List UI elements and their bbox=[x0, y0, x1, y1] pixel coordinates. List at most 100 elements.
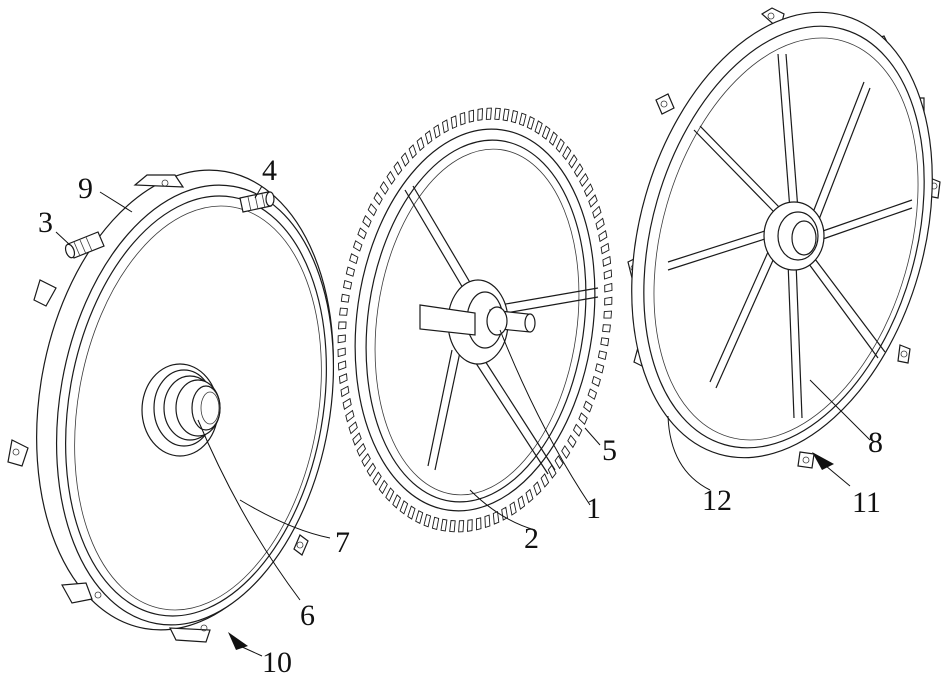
gear-tooth bbox=[595, 217, 605, 231]
gear-tooth bbox=[533, 481, 542, 496]
gear-tooth bbox=[342, 397, 352, 410]
gear-tooth bbox=[578, 412, 588, 425]
gear-tooth bbox=[561, 445, 571, 460]
gear-tooth bbox=[349, 253, 359, 265]
gear-tooth bbox=[587, 388, 598, 400]
gear-tooth bbox=[340, 385, 350, 398]
gear-tooth bbox=[494, 107, 501, 120]
gear-tooth bbox=[598, 230, 608, 243]
gear-tooth bbox=[366, 462, 377, 477]
label-6: 6 bbox=[300, 599, 315, 632]
label-7: 7 bbox=[335, 526, 350, 559]
gear-tooth bbox=[548, 131, 558, 146]
gear-tooth bbox=[357, 227, 367, 240]
gear-tooth bbox=[600, 337, 610, 347]
gear-tooth bbox=[449, 520, 456, 533]
gear-tooth bbox=[338, 321, 347, 330]
gear-tooth bbox=[408, 144, 417, 159]
gear-tooth bbox=[416, 136, 425, 152]
gear-tooth bbox=[352, 432, 362, 446]
gear-tooth bbox=[458, 520, 465, 533]
fitting-4 bbox=[239, 191, 275, 213]
gear-tooth bbox=[600, 242, 610, 255]
gear-tooth bbox=[579, 172, 589, 188]
gear-tooth bbox=[337, 347, 346, 358]
gear-tooth bbox=[423, 513, 432, 528]
label-4: 4 bbox=[262, 154, 277, 187]
gear-tooth bbox=[459, 111, 466, 126]
gear-tooth bbox=[573, 163, 584, 178]
gear-tooth bbox=[603, 310, 612, 319]
left-housing bbox=[7, 169, 335, 643]
gear-tooth bbox=[518, 112, 527, 127]
gear-tooth bbox=[467, 519, 473, 532]
gear-tooth bbox=[433, 124, 441, 139]
gear-tooth bbox=[604, 282, 613, 293]
gear-tooth bbox=[554, 455, 564, 470]
gear-tooth bbox=[540, 473, 550, 488]
gear-tooth bbox=[603, 269, 613, 280]
gear-tooth bbox=[534, 120, 543, 135]
gear-tooth bbox=[415, 510, 424, 524]
gear-tooth bbox=[342, 280, 353, 290]
gear-tooth bbox=[468, 109, 475, 123]
cover-spokes bbox=[667, 53, 913, 419]
reference-labels: 1 2 3 4 5 6 7 8 9 10 11 12 bbox=[38, 154, 883, 679]
right-cover bbox=[627, 7, 941, 469]
gear-tooth bbox=[348, 421, 358, 435]
gear-tooth bbox=[340, 293, 350, 303]
gear-tooth bbox=[572, 423, 583, 437]
gear-wheel bbox=[337, 107, 613, 533]
gear-tooth bbox=[602, 255, 612, 267]
gear-tooth bbox=[407, 505, 416, 520]
gear-tooth bbox=[597, 350, 608, 360]
gear-tooth bbox=[591, 375, 601, 387]
gear-tooth bbox=[400, 152, 410, 167]
gear-tooth bbox=[583, 183, 594, 198]
gear-tooth bbox=[362, 215, 372, 228]
gear-tooth bbox=[372, 471, 382, 486]
gear-tooth bbox=[378, 479, 388, 495]
label-3: 3 bbox=[38, 206, 53, 239]
gear-tooth bbox=[592, 205, 602, 219]
gear-tooth bbox=[431, 516, 440, 530]
gear-tooth bbox=[525, 488, 534, 504]
gear-tooth bbox=[339, 307, 348, 316]
fitting-3 bbox=[64, 231, 105, 259]
gear-tooth bbox=[568, 154, 578, 169]
gear-tooth bbox=[345, 409, 355, 423]
gear-tooth bbox=[555, 138, 565, 153]
gear-tooth bbox=[385, 487, 395, 502]
gear-tooth bbox=[450, 115, 458, 130]
gear-spokes bbox=[404, 185, 599, 475]
label-12: 12 bbox=[702, 484, 732, 517]
gear-tooth bbox=[517, 495, 526, 510]
label-5: 5 bbox=[602, 434, 617, 467]
gear-tooth bbox=[567, 434, 577, 449]
gear-tooth bbox=[588, 194, 598, 208]
gear-tooth bbox=[602, 324, 611, 333]
label-10: 10 bbox=[262, 646, 292, 679]
gear-tooth bbox=[345, 266, 356, 277]
gear-tooth bbox=[399, 500, 409, 515]
label-8: 8 bbox=[868, 426, 883, 459]
gear-tooth bbox=[526, 116, 535, 130]
gear-tooth bbox=[440, 518, 448, 532]
gear-tooth bbox=[442, 119, 449, 134]
gear-tooth bbox=[541, 125, 551, 140]
gear-tooth bbox=[485, 107, 492, 120]
gear-tooth bbox=[356, 442, 367, 457]
gear-tooth bbox=[562, 145, 572, 161]
gear-tooth bbox=[337, 334, 346, 344]
gear-tooth bbox=[547, 464, 557, 479]
gear-tooth bbox=[583, 400, 593, 413]
gear-tooth bbox=[475, 517, 482, 531]
gear-tooth bbox=[392, 494, 402, 509]
gear-tooth bbox=[338, 373, 348, 385]
gear-tooth bbox=[367, 203, 378, 217]
gear-tooth bbox=[361, 452, 371, 468]
gear-tooth bbox=[509, 501, 517, 516]
gear-teeth bbox=[337, 107, 613, 533]
